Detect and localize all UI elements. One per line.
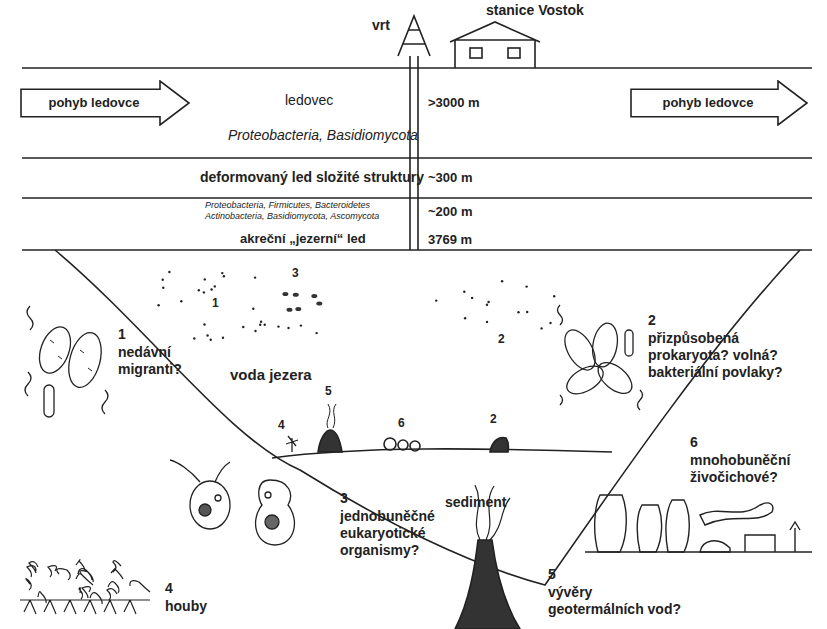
callout-text: jednobuněčné eukaryotické organismy? <box>340 508 470 558</box>
water-label: voda jezera <box>230 366 312 384</box>
arrow-label: pohyb ledovce <box>630 80 780 110</box>
callout-text: mnohobuněční živočichové? <box>690 452 815 486</box>
lake-number: 3 <box>292 266 299 280</box>
depth-label: ~200 m <box>428 204 472 220</box>
callout-number: 1 <box>118 326 126 343</box>
callout-text: vývěry geotermálních vod? <box>548 584 688 618</box>
callout-number: 5 <box>548 566 556 583</box>
arrow-shape: pohyb ledovce <box>630 80 808 126</box>
station-label: stanice Vostok <box>486 2 584 19</box>
lake-number: 6 <box>398 416 405 430</box>
borehole-label: vrt <box>372 17 390 34</box>
arrow-label: pohyb ledovce <box>20 80 162 110</box>
depth-label: 3769 m <box>428 232 472 248</box>
sediment-label: sediment <box>445 494 506 511</box>
lake-number: 4 <box>278 418 285 432</box>
depth-label: ~300 m <box>428 170 472 186</box>
depth-label: >3000 m <box>428 95 480 111</box>
layer-label: ledovec <box>285 92 333 109</box>
callout-text: nedávní migranti? <box>118 344 208 378</box>
lake-number: 2 <box>498 332 505 346</box>
callout-number: 3 <box>340 490 348 507</box>
arrow-shape: pohyb ledovce <box>20 80 190 126</box>
microbe-list: Proteobacteria, Basidiomycota <box>228 127 418 144</box>
callout-number: 2 <box>648 312 656 329</box>
layer-label: akreční „jezerní“ led <box>240 231 366 247</box>
lake-number: 2 <box>490 412 497 426</box>
layer-label: deformovaný led složité struktury <box>200 169 424 186</box>
callout-text: houby <box>165 598 207 615</box>
callout-number: 4 <box>165 580 173 597</box>
callout-number: 6 <box>690 434 698 451</box>
lake-number: 5 <box>325 384 332 398</box>
callout-text: přizpůsobená prokaryota? volná? bakteriá… <box>648 330 798 380</box>
microbe-list: Proteobacteria, Firmicutes, Bacteroidete… <box>205 200 405 222</box>
lake-number: 1 <box>212 296 219 310</box>
